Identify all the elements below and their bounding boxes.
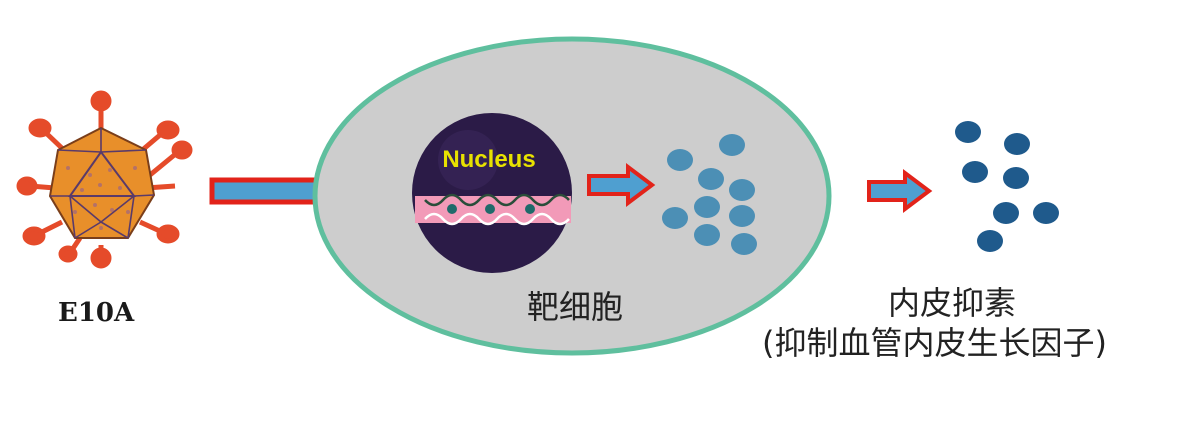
nucleus: Nucleus — [412, 113, 572, 273]
endostatin-label: 内皮抑素 — [888, 284, 1017, 322]
arrow-cell-to-endostatin — [867, 169, 933, 213]
endostatin-sublabel: (抑制血管内皮生长因子) — [762, 324, 1107, 362]
nucleus-label: Nucleus — [442, 146, 535, 173]
target-cell-label: 靶细胞 — [527, 288, 624, 326]
virus-label: E10A — [58, 298, 135, 328]
adenovirus-icon — [16, 90, 193, 269]
dna-helix-icon — [424, 193, 570, 226]
endostatin-molecules-in-cell — [662, 134, 757, 255]
arrow-nucleus-to-protein — [587, 163, 656, 207]
target-cell — [312, 36, 832, 356]
endostatin-molecules-secreted — [955, 121, 1059, 252]
